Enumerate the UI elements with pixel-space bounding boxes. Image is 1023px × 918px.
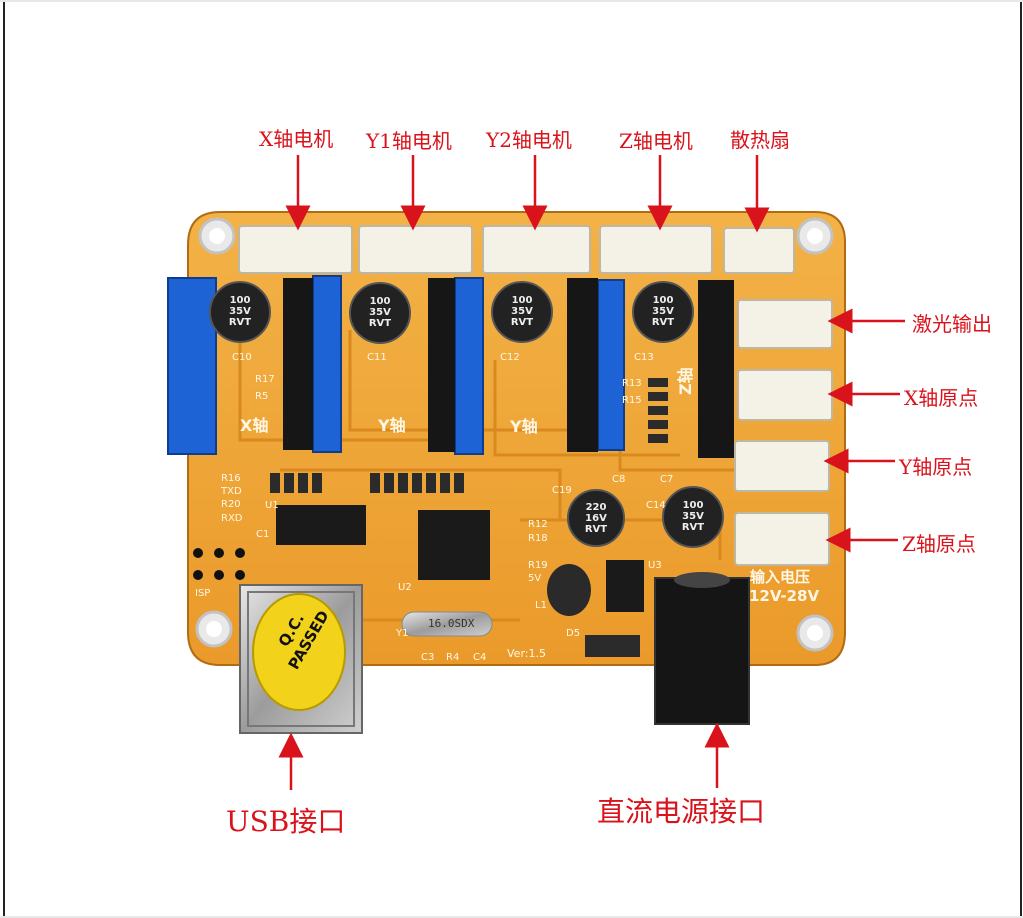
ref-u1: U1: [265, 500, 279, 511]
ic-chips: [276, 505, 644, 616]
ref-l1: L1: [535, 600, 547, 611]
label-laser-output: 激光输出: [912, 312, 992, 336]
cap-voltage: 35V: [369, 307, 391, 318]
axis-silk-y2: Y轴: [510, 417, 538, 436]
cap-brand: RVT: [228, 317, 252, 328]
ref-label: C12: [500, 352, 520, 363]
cap-value: 100: [652, 295, 674, 306]
ref-y1: Y1: [396, 628, 409, 639]
cap-label: 100 35V RVT: [671, 500, 715, 533]
cap-value: 100: [682, 500, 704, 511]
label-z-motor: Z轴电机: [619, 129, 693, 153]
ref-r18: R18: [528, 533, 548, 544]
ref-txd: TXD: [221, 486, 242, 497]
ref-c14: C14: [646, 500, 666, 511]
qc-sticker: [252, 593, 346, 711]
board-version: Ver:1.5: [507, 647, 546, 660]
black-driver-headers: [283, 278, 734, 458]
ref-label: C7: [660, 474, 674, 485]
ref-label: C19: [552, 485, 572, 496]
ref-u2: U2: [398, 582, 412, 593]
ref-c3: C3: [421, 652, 435, 663]
crystal-marking: 16.0SDX: [428, 617, 475, 630]
ref-r5: R5: [255, 391, 269, 402]
ref-r19: R19: [528, 560, 548, 571]
axis-silk-y: Y轴: [378, 416, 406, 435]
ref-d5: D5: [566, 628, 581, 639]
cap-label: 100 35V RVT: [641, 295, 685, 328]
isp-pins: [193, 548, 245, 580]
cap-value: 100: [229, 295, 251, 306]
cap-value: 100: [511, 295, 533, 306]
ref-5v: 5V: [528, 573, 542, 584]
label-z-home: Z轴原点: [902, 532, 976, 556]
smd-components: [270, 378, 668, 657]
ref-c4: C4: [473, 652, 487, 663]
bottom-border: [0, 916, 1023, 918]
cap-voltage: 16V: [585, 513, 607, 524]
ref-c1: C1: [256, 529, 270, 540]
top-border: [0, 0, 1023, 2]
label-y1-motor: Y1轴电机: [366, 129, 452, 153]
cap-label: 100 35V RVT: [358, 296, 402, 329]
input-voltage-title: 输入电压: [750, 568, 811, 586]
usb-connector-part: [239, 584, 363, 734]
ref-rxd: RXD: [221, 513, 243, 524]
ref-label: C11: [367, 352, 387, 363]
cap-voltage: 35V: [229, 306, 251, 317]
cap-value: 100: [369, 296, 391, 307]
label-usb: USB接口: [226, 805, 346, 838]
ref-r15: R15: [622, 395, 642, 406]
label-y-home: Y轴原点: [899, 455, 973, 479]
cap-voltage: 35V: [682, 511, 704, 522]
cap-brand: RVT: [510, 317, 534, 328]
ref-label: C13: [634, 352, 654, 363]
label-dc-power: 直流电源接口: [597, 795, 766, 828]
cap-label: 100 35V RVT: [500, 295, 544, 328]
left-border: [3, 0, 5, 918]
label-x-home: X轴原点: [904, 386, 979, 410]
ref-label: C10: [232, 352, 252, 363]
cap-value: 220: [585, 502, 607, 513]
cap-brand: RVT: [368, 318, 392, 329]
ref-r20: R20: [221, 499, 241, 510]
ref-r17: R17: [255, 374, 275, 385]
ref-r12: R12: [528, 519, 548, 530]
cap-voltage: 35V: [652, 306, 674, 317]
ref-c8: C8: [612, 474, 626, 485]
axis-silk-x: X轴: [240, 416, 269, 435]
crystal-oscillator: [401, 611, 493, 637]
mounting-holes: [195, 217, 834, 652]
ref-r16: R16: [221, 473, 241, 484]
label-y2-motor: Y2轴电机: [486, 128, 572, 152]
cap-label: 220 16V RVT: [575, 502, 617, 535]
cap-voltage: 35V: [511, 306, 533, 317]
label-x-motor: X轴电机: [259, 127, 334, 151]
ref-r13: R13: [622, 378, 642, 389]
cap-brand: RVT: [651, 317, 675, 328]
ref-isp: ISP: [195, 588, 211, 599]
ref-r4: R4: [446, 652, 460, 663]
cap-brand: RVT: [681, 522, 705, 533]
label-fan: 散热扇: [730, 128, 790, 152]
input-voltage-range: 12V-28V: [749, 587, 820, 605]
cap-brand: RVT: [584, 524, 608, 535]
cap-label: 100 35V RVT: [218, 295, 262, 328]
ref-u3: U3: [648, 560, 662, 571]
right-border: [1020, 0, 1022, 918]
capacitors: [209, 281, 724, 548]
blue-driver-headers: [167, 275, 625, 455]
dc-jack-part: [654, 572, 750, 725]
motor-connectors: [238, 225, 795, 274]
